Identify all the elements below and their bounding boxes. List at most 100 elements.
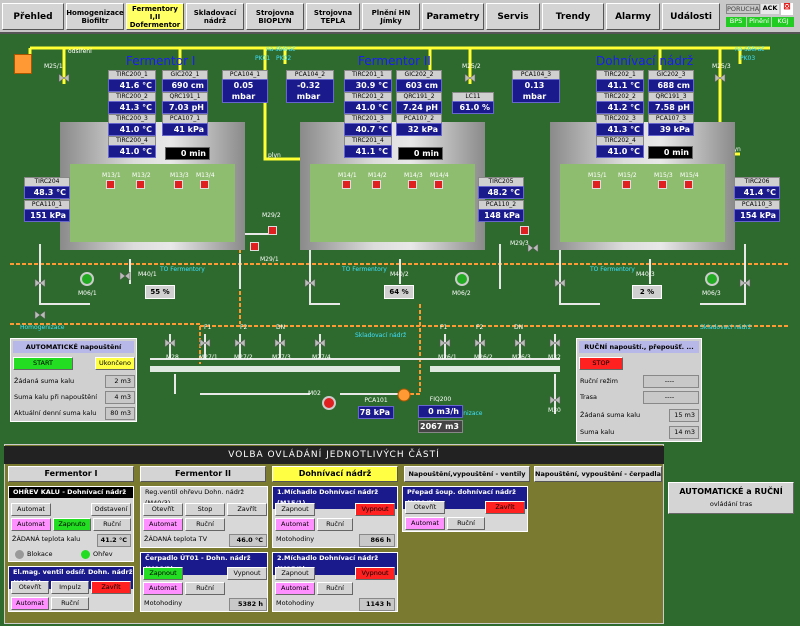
valve-m29-2-indicator[interactable] — [250, 242, 259, 251]
auto-row2-value[interactable]: 4 m3 — [105, 391, 135, 404]
label-f2-a: F2 — [240, 324, 248, 331]
michadlo2-vypnout-button[interactable]: Vypnout — [355, 567, 395, 580]
valve-symbols — [34, 73, 751, 405]
label-dn-a: DN — [276, 324, 286, 331]
cerpadlo-rucni-button[interactable]: Ruční — [185, 582, 225, 595]
value-m40-2-percent: 64 % — [384, 285, 414, 299]
mixer-m13-4-indicator[interactable] — [200, 180, 209, 189]
valve-m29-3-indicator[interactable] — [520, 226, 529, 235]
manual-row1-value[interactable]: ---- — [643, 375, 699, 388]
tab-dohnivaci[interactable]: Dohnívací nádrž — [272, 466, 398, 482]
michadlo1-rucni-button[interactable]: Ruční — [317, 518, 353, 531]
pump-m06-1-icon[interactable] — [80, 272, 94, 286]
reg-otevrit-button[interactable]: Otevřít — [143, 503, 183, 516]
valve-m29-1-indicator[interactable] — [268, 226, 277, 235]
nav-trendy[interactable]: Trendy — [542, 3, 604, 30]
tab-fermentor-1[interactable]: Fermentor I — [8, 466, 134, 482]
reg-rucni-button[interactable]: Ruční — [185, 518, 225, 531]
michadlo2-automat-button[interactable]: Automat — [275, 582, 315, 595]
nav-alarmy[interactable]: Alarmy — [606, 3, 660, 30]
label-m29-1: M29/1 — [260, 256, 279, 263]
mixer-m13-3-indicator[interactable] — [174, 180, 183, 189]
elmag-rucni-button[interactable]: Ruční — [51, 597, 89, 610]
manual-row3-value[interactable]: 15 m3 — [669, 409, 699, 422]
ohrev-odstaveni-button[interactable]: Odstavení — [91, 503, 131, 516]
prepad-otevrit-button[interactable]: Otevřít — [405, 501, 445, 514]
cerpadlo-vypnout-button[interactable]: Vypnout — [227, 567, 267, 580]
mixer-m13-1-indicator[interactable] — [106, 180, 115, 189]
elmag-otevrit-button[interactable]: Otevřít — [11, 581, 49, 594]
prepad-zavrit-button[interactable]: Zavřít — [485, 501, 525, 514]
manual-stop-button[interactable]: STOP — [579, 357, 623, 370]
value-pca104-1: 0.05 mbar — [222, 79, 268, 103]
pump-m06-3-icon[interactable] — [705, 272, 719, 286]
prepad-rucni-button[interactable]: Ruční — [447, 517, 485, 530]
label-m06-3: M06/3 — [702, 290, 721, 297]
mixer-m15-4-indicator[interactable] — [684, 180, 693, 189]
reg-automat-button[interactable]: Automat — [143, 518, 183, 531]
mixer-m14-3-indicator[interactable] — [408, 180, 417, 189]
label-m25-2: M25/2 — [462, 63, 481, 70]
mixer-m15-3-indicator[interactable] — [658, 180, 667, 189]
manual-fill-header: RUČNÍ napouští., přepoušť. ... — [579, 341, 699, 353]
nav-plneni[interactable]: Plnění HN Jímky — [362, 3, 420, 30]
ohrev-setpoint-value[interactable]: 41.2 °C — [97, 534, 131, 547]
michadlo1-automat-button[interactable]: Automat — [275, 518, 315, 531]
prepad-automat-button[interactable]: Automat — [405, 517, 445, 530]
reg-stop-button[interactable]: Stop — [185, 503, 225, 516]
pump-m06-2-icon[interactable] — [455, 272, 469, 286]
mixer-m15-1-indicator[interactable] — [592, 180, 601, 189]
nav-strojovna-bioplyn[interactable]: Strojovna BIOPLYN — [246, 3, 304, 30]
nav-udalosti[interactable]: Události — [662, 3, 720, 30]
mixer-m14-4-indicator[interactable] — [434, 180, 443, 189]
nav-strojovna-tepla[interactable]: Strojovna TEPLA — [306, 3, 360, 30]
auto-row1-value[interactable]: 2 m3 — [105, 375, 135, 388]
alarm-mute-icon[interactable]: ⊠ — [781, 3, 793, 15]
reg-panel: Reg.ventil ohřevu Dohn. nádrž (M40/3) Ot… — [140, 486, 268, 548]
mixer-m15-2-indicator[interactable] — [622, 180, 631, 189]
nav-fermentory[interactable]: Fermentory I,II Dofermentor — [126, 3, 184, 30]
value-tirc202-3: 41.3 °C — [596, 123, 644, 136]
auto-manual-routes-button[interactable]: AUTOMATICKÉ a RUČNÍ ovládání tras — [668, 482, 794, 514]
nav-servis[interactable]: Servis — [486, 3, 540, 30]
elmag-zavrit-button[interactable]: Zavřít — [91, 581, 131, 594]
nav-homogenizace[interactable]: Homogenizace Biofiltr — [66, 3, 124, 30]
elmag-panel: El.mag. ventil odsíř. Dohn. nádrž (M25/3… — [8, 566, 134, 612]
elmag-impulz-button[interactable]: Impulz — [51, 581, 89, 594]
elmag-automat-button[interactable]: Automat — [11, 597, 49, 610]
mixer-m14-2-indicator[interactable] — [372, 180, 381, 189]
manual-row2-value[interactable]: ---- — [643, 391, 699, 404]
ohrev-rucni-button[interactable]: Ruční — [93, 518, 131, 531]
michadlo2-rucni-button[interactable]: Ruční — [317, 582, 353, 595]
tank-fermentor-1-contents — [70, 164, 235, 242]
tab-cerpadla[interactable]: Napouštění, vypouštění - čerpadla — [534, 466, 662, 482]
michadlo2-zapnout-button[interactable]: Zapnout — [275, 567, 315, 580]
label-skladovaci: Skladovací nádrž — [355, 332, 407, 339]
title-fermentor-1: Fermentor I — [126, 54, 196, 68]
reg-zavrit-button[interactable]: Zavřít — [227, 503, 267, 516]
status-area: PORUCHA ACK ⊠ BPS Plnění KGJ — [726, 3, 796, 30]
michadlo1-zapnout-button[interactable]: Zapnout — [275, 503, 315, 516]
ack-button[interactable]: ACK — [761, 4, 779, 14]
pump-m02-icon[interactable] — [322, 396, 336, 410]
tab-ventily[interactable]: Napouštění,vypouštění - ventily — [404, 466, 530, 482]
cerpadlo-automat-button[interactable]: Automat — [143, 582, 183, 595]
ohrev-automat-button[interactable]: Automat — [11, 518, 51, 531]
cerpadlo-zapnout-button[interactable]: Zapnout — [143, 567, 183, 580]
nav-parametry[interactable]: Parametry — [422, 3, 484, 30]
nav-prehled[interactable]: Přehled — [2, 3, 64, 30]
mixer-m13-2-indicator[interactable] — [136, 180, 145, 189]
michadlo1-vypnout-button[interactable]: Vypnout — [355, 503, 395, 516]
auto-start-button[interactable]: START — [13, 357, 73, 370]
blokace-indicator-icon — [15, 550, 24, 559]
mixer-m14-1-indicator[interactable] — [342, 180, 351, 189]
ohrev-automat-mode[interactable]: Automat — [11, 503, 51, 516]
value-gic202-2: 603 cm — [396, 79, 442, 92]
nav-skladovaci[interactable]: Skladovací nádrž — [186, 3, 244, 30]
process-scene: Fermentor I Fermentor II Dohnívací nádrž… — [0, 34, 800, 444]
tab-fermentor-2[interactable]: Fermentor II — [140, 466, 266, 482]
reg-setpoint-value[interactable]: 46.0 °C — [229, 534, 267, 547]
value-qrc191-1: 7.03 pH — [162, 101, 208, 114]
label-mixer-m13-4: M13/4 — [196, 172, 215, 179]
value-pca107-3: 39 kPa — [648, 123, 694, 136]
